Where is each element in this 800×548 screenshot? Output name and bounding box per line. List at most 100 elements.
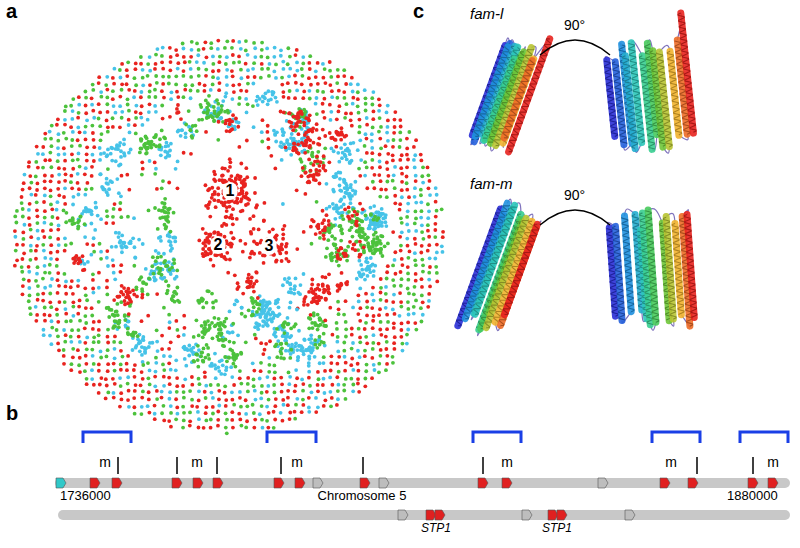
- network-dot: [267, 230, 271, 234]
- network-dot: [36, 284, 40, 288]
- network-dot: [122, 286, 126, 290]
- network-dot: [233, 273, 237, 277]
- network-dot: [345, 280, 349, 284]
- network-dot: [28, 202, 32, 206]
- network-dot: [164, 279, 168, 283]
- network-dot: [34, 257, 38, 261]
- network-dot: [35, 313, 39, 317]
- network-dot: [309, 169, 313, 173]
- network-dot: [126, 332, 130, 336]
- network-dot: [173, 277, 177, 281]
- network-dot: [316, 150, 320, 154]
- network-dot: [301, 166, 305, 170]
- network-dot: [209, 114, 213, 118]
- network-dot: [223, 320, 227, 324]
- network-dot: [174, 358, 178, 362]
- network-dot: [233, 303, 237, 307]
- network-dot: [36, 214, 40, 218]
- network-dot: [259, 341, 263, 345]
- network-dot: [328, 205, 332, 209]
- network-dot: [114, 159, 118, 163]
- network-dot: [352, 243, 356, 247]
- network-dot: [344, 154, 348, 158]
- network-dot: [240, 306, 244, 310]
- network-dot: [360, 268, 364, 272]
- network-dot: [271, 227, 275, 231]
- network-dot: [29, 181, 33, 185]
- network-dot: [327, 291, 331, 295]
- network-dot: [204, 204, 208, 208]
- network-dot: [332, 190, 336, 194]
- network-dot: [366, 244, 370, 248]
- network-dot: [28, 306, 32, 310]
- network-dot: [212, 264, 216, 268]
- network-dot: [249, 232, 253, 236]
- network-dot: [154, 135, 158, 139]
- network-dot: [297, 152, 301, 156]
- network-dot: [289, 136, 293, 140]
- network-dot: [338, 257, 342, 261]
- network-dot: [127, 241, 131, 245]
- network-dot: [162, 260, 166, 264]
- network-dot: [162, 205, 166, 209]
- network-dot: [225, 209, 229, 213]
- network-dot: [296, 142, 300, 146]
- network-dot: [20, 265, 24, 269]
- network-dot: [244, 196, 248, 200]
- network-dot: [94, 201, 98, 205]
- network-dot: [83, 223, 87, 227]
- network-dot: [266, 312, 270, 316]
- network-dot: [265, 323, 269, 327]
- network-dot: [312, 299, 316, 303]
- network-dot: [360, 220, 364, 224]
- network-dot: [35, 188, 39, 192]
- network-dot: [202, 110, 206, 114]
- network-dot: [224, 215, 228, 219]
- network-dot: [316, 313, 320, 317]
- network-dot: [295, 247, 299, 251]
- network-dot: [340, 247, 344, 251]
- network-dot: [334, 175, 338, 179]
- network-dot: [155, 340, 159, 344]
- network-dot: [141, 293, 145, 297]
- network-dot: [310, 151, 314, 155]
- network-dot: [348, 161, 352, 165]
- network-dot: [376, 240, 380, 244]
- network-dot: [285, 138, 289, 142]
- network-dot: [119, 155, 123, 159]
- network-dot: [195, 318, 199, 322]
- network-dot: [191, 346, 195, 350]
- network-dot: [209, 258, 213, 262]
- network-dot: [110, 159, 114, 163]
- network-dot: [256, 296, 260, 300]
- network-dot: [210, 186, 214, 190]
- network-dot: [117, 325, 121, 329]
- network-dot: [180, 128, 184, 132]
- network-dot: [298, 120, 302, 124]
- network-dot: [255, 271, 259, 275]
- network-dot: [34, 319, 38, 323]
- network-dot: [28, 174, 32, 178]
- network-dot: [89, 222, 93, 226]
- network-dot: [237, 121, 241, 125]
- network-dot: [229, 365, 233, 369]
- network-dot: [252, 214, 256, 218]
- network-dot: [263, 308, 267, 312]
- network-dot: [216, 186, 220, 190]
- network-dot: [217, 338, 221, 342]
- network-dot: [190, 134, 194, 138]
- network-dot: [152, 143, 156, 147]
- network-dot: [355, 277, 359, 281]
- network-dot: [238, 239, 242, 243]
- network-dot: [304, 116, 308, 120]
- network-dot: [212, 231, 216, 235]
- network-dot: [218, 178, 222, 182]
- network-dot: [220, 174, 224, 178]
- network-dot: [258, 97, 262, 101]
- network-dot: [214, 376, 218, 380]
- network-dot: [287, 143, 291, 147]
- network-dot: [27, 165, 31, 169]
- network-dot: [166, 211, 170, 215]
- network-dot: [201, 359, 205, 363]
